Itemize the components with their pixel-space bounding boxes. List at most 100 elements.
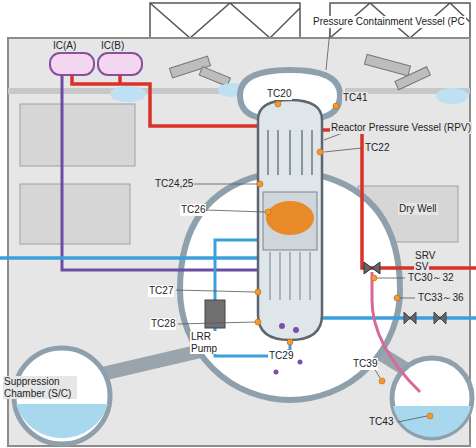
callout-label-holder: LRR Pump bbox=[190, 331, 222, 354]
leader-line bbox=[178, 322, 255, 324]
leader-line bbox=[176, 290, 255, 292]
leader-line bbox=[374, 368, 380, 378]
callout-label: TC29 bbox=[268, 350, 294, 362]
callout-label-holder: TC29 bbox=[268, 350, 294, 362]
dry-well bbox=[180, 70, 400, 400]
callout-label: TC22 bbox=[364, 142, 390, 154]
thermocouple bbox=[265, 209, 271, 215]
safety-relief-valve bbox=[364, 262, 380, 274]
callout-label: Dry Well bbox=[398, 203, 438, 215]
leader-lines bbox=[176, 30, 427, 422]
thermocouple bbox=[379, 378, 385, 384]
thermocouple bbox=[371, 275, 377, 281]
callout-label-holder: TC43 bbox=[368, 416, 394, 428]
callout-label-holder: Pressure Containment Vessel (PC bbox=[312, 16, 466, 28]
suppression-water bbox=[393, 406, 471, 437]
corium-drop bbox=[298, 360, 303, 365]
isolation-condenser bbox=[50, 53, 94, 75]
callout-label-holder: TC22 bbox=[364, 142, 390, 154]
callout-label-holder: Reactor Pressure Vessel (RPV) bbox=[330, 122, 472, 134]
leader-line bbox=[377, 278, 405, 279]
thermocouple bbox=[257, 181, 263, 187]
ic-steam-pipe bbox=[72, 75, 258, 126]
callout-label: TC41 bbox=[342, 92, 368, 104]
leader-line bbox=[194, 184, 257, 185]
callout-label-holder: Dry Well bbox=[398, 203, 438, 215]
debris bbox=[364, 54, 410, 75]
roof-truss bbox=[150, 3, 300, 38]
corium-drops bbox=[274, 323, 303, 375]
callout-label: SV bbox=[414, 261, 429, 273]
corium-drop bbox=[274, 370, 279, 375]
feedwater-pipe bbox=[0, 256, 258, 260]
leader-line bbox=[206, 210, 265, 212]
callout-label: Reactor Pressure Vessel (RPV) bbox=[330, 122, 472, 134]
fuel-rods bbox=[270, 252, 310, 300]
reactor-pressure-vessel bbox=[258, 100, 322, 340]
thermocouple bbox=[394, 295, 400, 301]
callout-label: IC(A) bbox=[52, 40, 77, 52]
thermocouple bbox=[287, 339, 293, 345]
callout-label: TC30～32 bbox=[407, 272, 455, 284]
thermocouple bbox=[427, 413, 433, 419]
callout-label: Pressure Containment Vessel (PC bbox=[312, 16, 466, 28]
core-shroud bbox=[263, 192, 317, 250]
callout-label-holder: TC20 bbox=[266, 88, 292, 100]
callout-label: Suppression Chamber (S/C) bbox=[3, 376, 77, 399]
isolation-condenser bbox=[98, 53, 142, 75]
building-room bbox=[20, 184, 130, 244]
callout-label: SRV bbox=[414, 250, 436, 262]
callout-label-holder: TC33～36 bbox=[417, 292, 465, 304]
suppression-chamber bbox=[392, 358, 472, 438]
valve bbox=[404, 312, 446, 324]
callout-label-holder: IC(A) bbox=[52, 40, 77, 52]
recirculation-pump bbox=[205, 300, 225, 328]
callout-label: TC33～36 bbox=[417, 292, 465, 304]
callout-label: TC20 bbox=[266, 88, 292, 100]
callout-label-holder: TC39 bbox=[352, 358, 378, 370]
corium-drop bbox=[279, 323, 285, 329]
callout-label: LRR Pump bbox=[190, 331, 222, 354]
steam-puff bbox=[110, 86, 146, 102]
building-room bbox=[20, 104, 135, 166]
feedwater-pipe bbox=[322, 316, 476, 320]
callout-label-holder: Suppression Chamber (S/C) bbox=[3, 376, 77, 399]
callout-label-holder: TC28 bbox=[150, 318, 176, 330]
thermocouple bbox=[333, 103, 339, 109]
callout-label-holder: TC41 bbox=[342, 92, 368, 104]
callout-label-holder: TC30～32 bbox=[407, 272, 455, 284]
callout-label: TC28 bbox=[150, 318, 176, 330]
thermocouple bbox=[317, 149, 323, 155]
thermocouple-points bbox=[255, 101, 433, 419]
main-steam-pipe bbox=[322, 130, 476, 268]
steam-separators bbox=[268, 130, 312, 175]
callout-label-holder: SRV bbox=[414, 250, 436, 262]
callout-label: IC(B) bbox=[100, 40, 125, 52]
callout-label-holder: SV bbox=[414, 261, 429, 273]
callout-label-holder: TC26 bbox=[180, 204, 206, 216]
suppression-water bbox=[16, 404, 108, 438]
callout-label-holder: TC24,25 bbox=[154, 178, 194, 190]
thermocouple bbox=[275, 101, 281, 107]
leader-line bbox=[324, 148, 362, 152]
debris bbox=[395, 67, 431, 90]
callout-label: TC27 bbox=[148, 285, 174, 297]
damaged-core bbox=[266, 201, 314, 235]
leader-line bbox=[398, 416, 427, 422]
callout-label-holder: IC(B) bbox=[100, 40, 125, 52]
steam-puff bbox=[436, 88, 468, 104]
corium-drop bbox=[293, 327, 299, 333]
leader-line bbox=[326, 30, 330, 70]
callout-label: TC24,25 bbox=[154, 178, 194, 190]
callout-label-holder: TC27 bbox=[148, 285, 174, 297]
callout-label: TC43 bbox=[368, 416, 394, 428]
debris bbox=[199, 67, 230, 87]
callout-label: TC39 bbox=[352, 358, 378, 370]
thermocouple bbox=[255, 289, 261, 295]
leader-line bbox=[400, 298, 415, 299]
thermocouple bbox=[255, 319, 261, 325]
callout-label: TC26 bbox=[180, 204, 206, 216]
srv-discharge-pipe bbox=[372, 272, 420, 392]
